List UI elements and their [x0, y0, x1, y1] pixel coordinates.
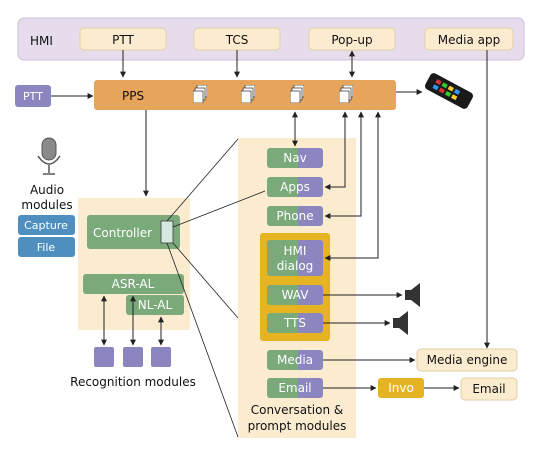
hmi-media-app-box[interactable] — [424, 27, 514, 51]
email-output-label: Email — [472, 382, 505, 396]
capture-box[interactable] — [18, 215, 75, 235]
apps-module[interactable] — [267, 177, 323, 197]
pps-object-icon — [290, 85, 304, 103]
ptt-input-box[interactable] — [15, 85, 51, 107]
hmi-tcs-label: TCS — [225, 33, 249, 47]
zoom-line-mid — [172, 242, 239, 319]
ptt-input-label: PTT — [23, 90, 43, 103]
phone-module[interactable] — [267, 206, 323, 226]
conversation-label-line1: Conversation & — [251, 403, 344, 417]
recognition-module-3[interactable] — [151, 347, 171, 367]
conversation-label-line2: prompt modules — [248, 419, 347, 433]
phone-label: Phone — [276, 209, 313, 223]
hmi-ptt-label: PTT — [112, 33, 134, 47]
asr-al-box[interactable] — [83, 274, 184, 294]
hmi-dialog-label-line1: HMI — [284, 244, 307, 258]
recognition-module-2[interactable] — [123, 347, 143, 367]
hmi-media-app-label: Media app — [438, 33, 500, 47]
wav-label: WAV — [282, 288, 310, 302]
hmi-popup-label: Pop-up — [331, 33, 372, 47]
media-label: Media — [277, 353, 313, 367]
file-label: File — [37, 241, 56, 254]
media-engine-label: Media engine — [427, 353, 508, 367]
pps-object-icon — [241, 85, 255, 103]
recognition-modules-label: Recognition modules — [70, 375, 196, 389]
tts-label: TTS — [283, 316, 306, 330]
audio-label-line2: modules — [21, 198, 72, 212]
zoom-line-top — [166, 138, 239, 222]
controller-port — [160, 220, 174, 244]
invo-box[interactable] — [378, 378, 424, 398]
media-module[interactable] — [267, 350, 323, 370]
controller-label: Controller — [93, 226, 152, 240]
controller-box[interactable] — [87, 215, 180, 249]
file-box[interactable] — [18, 237, 75, 257]
speaker-icon — [405, 283, 420, 307]
email-output-box[interactable] — [460, 377, 518, 401]
pps-label: PPS — [122, 89, 144, 103]
invo-label: Invo — [388, 381, 414, 395]
nav-module[interactable] — [267, 148, 323, 168]
hmi-label: HMI — [30, 34, 53, 48]
recognition-module-1[interactable] — [94, 347, 114, 367]
nl-al-label: NL-AL — [138, 298, 173, 312]
audio-label-line1: Audio — [30, 183, 64, 197]
hmi-dialog-label-line2: dialog — [277, 259, 314, 273]
speaker-icon — [393, 311, 408, 335]
microphone-icon — [37, 137, 61, 175]
wav-module[interactable] — [267, 285, 323, 305]
media-engine-box[interactable] — [416, 348, 518, 372]
asr-al-label: ASR-AL — [112, 277, 155, 291]
pps-object-icon — [193, 85, 207, 103]
capture-label: Capture — [24, 219, 68, 232]
zoom-line-bottom — [166, 242, 239, 438]
email-module[interactable] — [267, 378, 323, 398]
hmi-dialog-module[interactable] — [267, 240, 323, 276]
zoom-line-top2 — [172, 190, 266, 228]
nav-label: Nav — [283, 151, 306, 165]
arrow-pps-hmi-dialog — [324, 111, 381, 261]
apps-label: Apps — [280, 180, 310, 194]
hmi-popup-box[interactable] — [308, 27, 396, 51]
tts-module[interactable] — [267, 313, 323, 333]
remote-control-icon — [424, 73, 474, 109]
email-label: Email — [278, 381, 311, 395]
nl-al-box[interactable] — [126, 295, 184, 315]
pps-object-icon — [339, 85, 353, 103]
